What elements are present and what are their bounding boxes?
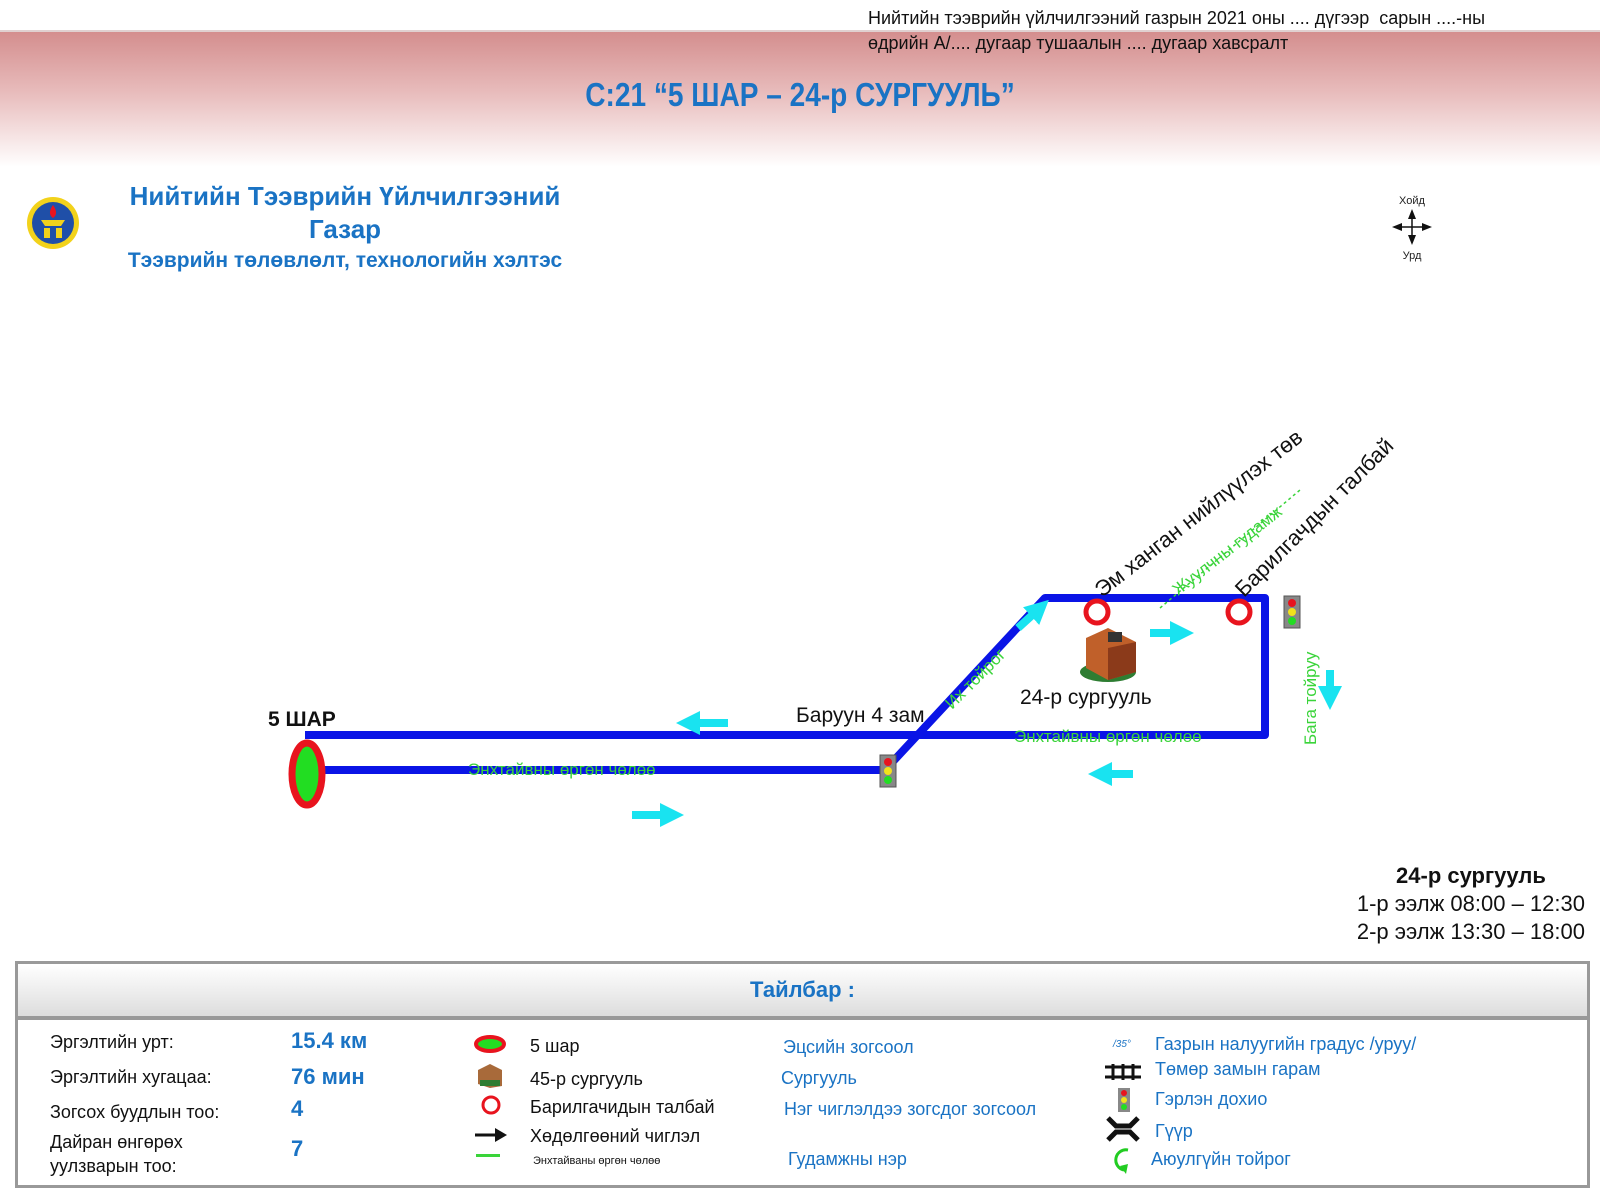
roundabout-icon xyxy=(1114,1148,1129,1174)
legend-title: Тайлбар : xyxy=(18,964,1587,1020)
organization-logo-icon xyxy=(27,197,79,249)
slope-icon: /35° xyxy=(1113,1039,1131,1050)
traffic-light-icon xyxy=(1118,1088,1130,1112)
school-label: 24-р сургууль xyxy=(1020,686,1152,709)
school-building-icon xyxy=(1080,628,1136,682)
tourist-street-dotted xyxy=(1159,489,1301,609)
terminal-label: 5 ШАР xyxy=(268,708,336,731)
stop-circle-icon xyxy=(1225,598,1253,626)
legend-panel: Тайлбар : Эргэлтийн урт: Эргэлтийн хугац… xyxy=(15,961,1590,1188)
compass-arrows-icon xyxy=(1392,209,1432,245)
street-line-icon xyxy=(476,1154,500,1157)
route-upper-line xyxy=(305,594,1269,774)
arrow-right-icon xyxy=(475,1128,507,1142)
route-title: С:21 “5 ШАР – 24-р СУРГУУЛЬ” xyxy=(585,76,1015,113)
junction-label: Баруун 4 зам xyxy=(796,704,925,727)
stop-circle-icon xyxy=(1083,598,1111,626)
header-band xyxy=(0,30,1600,167)
street-label-lower: Энхтайвны өргөн чөлөө xyxy=(468,760,656,779)
school-schedule: 24-р сургууль 1-р ээлж 08:00 – 12:30 2-р… xyxy=(1356,863,1585,944)
bridge-icon xyxy=(1106,1116,1140,1142)
street-label-big-ring: Их тойрог xyxy=(941,645,1009,713)
route-map: 5 ШАР Баруун 4 зам 24-р сургууль Эм ханг… xyxy=(268,424,1398,827)
street-label-upper: Энхтайвны өргөн чөлөө xyxy=(1014,727,1202,746)
organization-block: Нийтийн Тээврийн Үйлчилгээний Газар Тээв… xyxy=(127,181,563,272)
direction-arrow-icon xyxy=(1015,599,1049,631)
compass: Хойд Урд xyxy=(1392,195,1432,262)
stop-circle-icon xyxy=(481,1095,501,1115)
school-icon xyxy=(478,1064,502,1088)
decree-note: Нийтийн тээврийн үйлчилгээний газрын 202… xyxy=(868,8,1486,53)
traffic-light-icon xyxy=(879,754,897,788)
traffic-light-icon xyxy=(1283,595,1301,629)
street-label-small-ring: Бага тойруу xyxy=(1301,651,1320,745)
terminal-icon xyxy=(474,1035,506,1053)
terminal-icon xyxy=(288,739,326,809)
railway-crossing-icon xyxy=(1105,1064,1141,1080)
